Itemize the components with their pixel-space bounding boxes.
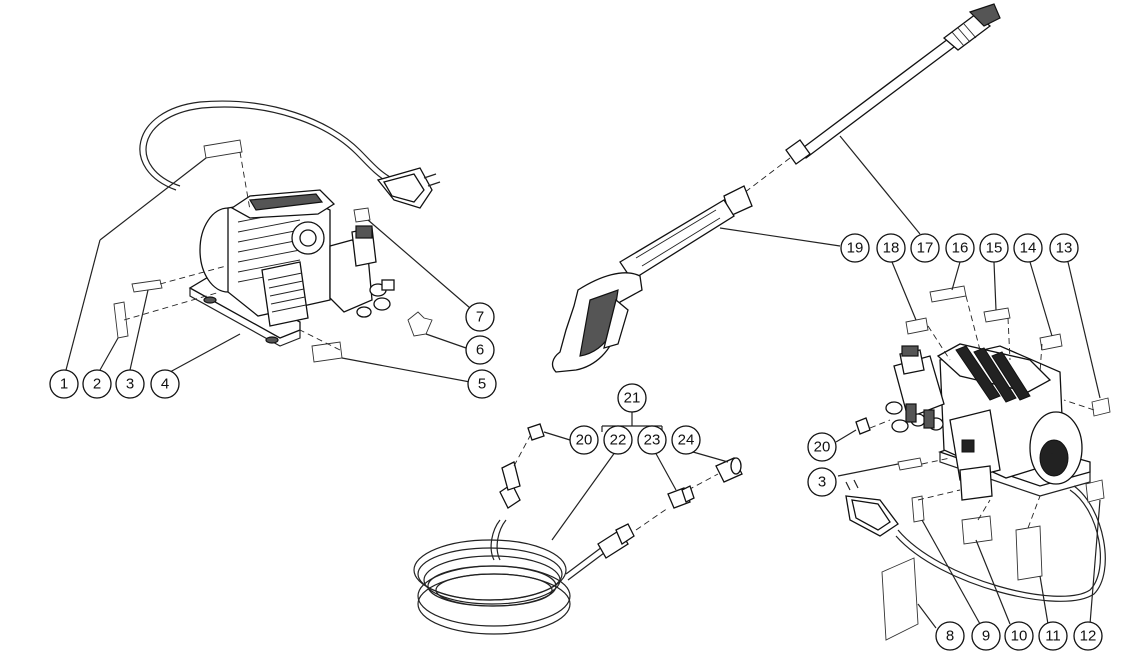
decal-6 bbox=[407, 311, 433, 337]
spray-wand bbox=[785, 3, 1001, 165]
callout-9: 9 bbox=[971, 621, 1001, 651]
svg-text:18: 18 bbox=[883, 240, 900, 257]
svg-text:12: 12 bbox=[1080, 628, 1097, 645]
svg-text:7: 7 bbox=[476, 309, 484, 326]
callout-12: 12 bbox=[1073, 621, 1103, 651]
high-pressure-hose bbox=[413, 461, 635, 635]
svg-text:2: 2 bbox=[93, 376, 101, 393]
svg-text:3: 3 bbox=[126, 376, 134, 393]
decal-2 bbox=[113, 301, 129, 339]
svg-text:9: 9 bbox=[982, 628, 990, 645]
right-leader-lines bbox=[835, 261, 1101, 629]
right-pump-fittings bbox=[885, 401, 944, 433]
callout-8: 8 bbox=[935, 621, 965, 651]
callout-14: 14 bbox=[1013, 233, 1043, 263]
callout-2: 2 bbox=[82, 369, 112, 399]
wand-nozzle bbox=[942, 13, 992, 51]
right-pressure-washer-unit bbox=[885, 343, 1091, 501]
decal-16 bbox=[929, 285, 967, 303]
svg-text:11: 11 bbox=[1045, 628, 1061, 645]
callout-16: 16 bbox=[945, 233, 975, 263]
callout-10: 10 bbox=[1004, 621, 1034, 651]
svg-text:16: 16 bbox=[952, 240, 969, 257]
callout-19: 19 bbox=[840, 233, 870, 263]
callout-6: 6 bbox=[465, 335, 495, 365]
callout-13: 13 bbox=[1049, 233, 1079, 263]
svg-text:13: 13 bbox=[1056, 240, 1073, 257]
decal-7 bbox=[353, 207, 371, 223]
svg-text:20: 20 bbox=[576, 432, 593, 449]
svg-text:24: 24 bbox=[678, 432, 695, 449]
right-switch-box bbox=[949, 409, 1001, 481]
decal-18 bbox=[905, 317, 929, 335]
decal-9 bbox=[911, 495, 925, 523]
callout-4: 4 bbox=[150, 369, 180, 399]
decal-10 bbox=[961, 515, 993, 545]
svg-text:21: 21 bbox=[624, 390, 641, 407]
svg-text:10: 10 bbox=[1011, 628, 1028, 645]
decal-8 bbox=[881, 557, 919, 641]
wand-connector bbox=[785, 139, 811, 165]
callout-3-right: 3 bbox=[807, 467, 837, 497]
svg-text:5: 5 bbox=[478, 376, 486, 393]
decal-15 bbox=[983, 307, 1011, 323]
callout-17: 17 bbox=[910, 233, 940, 263]
fitting-20 bbox=[527, 423, 545, 441]
decal-11 bbox=[1015, 525, 1043, 581]
callout-20-right: 20 bbox=[807, 432, 837, 462]
svg-text:20: 20 bbox=[814, 439, 831, 456]
callout-11: 11 bbox=[1038, 621, 1068, 651]
svg-text:23: 23 bbox=[644, 432, 661, 449]
svg-text:4: 4 bbox=[161, 376, 169, 393]
left-decals bbox=[113, 139, 433, 363]
callout-15: 15 bbox=[979, 233, 1009, 263]
svg-text:22: 22 bbox=[610, 432, 627, 449]
callout-20-hose: 20 bbox=[569, 425, 599, 455]
left-pump-fittings bbox=[356, 279, 395, 318]
callout-18: 18 bbox=[876, 233, 906, 263]
right-fitting-20 bbox=[855, 417, 871, 435]
gun-barrel bbox=[619, 199, 735, 281]
decal-14 bbox=[1039, 333, 1063, 351]
callout-7: 7 bbox=[465, 302, 495, 332]
decal-3-left bbox=[131, 279, 163, 293]
left-pressure-washer-unit bbox=[188, 189, 395, 347]
svg-text:6: 6 bbox=[476, 342, 484, 359]
left-power-cord bbox=[139, 100, 441, 209]
svg-text:14: 14 bbox=[1020, 240, 1037, 257]
callout-21: 21 bbox=[617, 383, 647, 413]
callout-1: 1 bbox=[49, 369, 79, 399]
spray-gun bbox=[551, 185, 753, 373]
callout-22: 22 bbox=[603, 425, 633, 455]
middle-leader-lines bbox=[543, 135, 921, 541]
left-power-plug bbox=[376, 167, 441, 209]
decal-13 bbox=[1091, 397, 1111, 417]
callout-3-left: 3 bbox=[115, 369, 145, 399]
right-decals bbox=[855, 285, 1111, 641]
svg-text:17: 17 bbox=[917, 240, 934, 257]
svg-text:1: 1 bbox=[60, 376, 68, 393]
right-leader-dashes bbox=[869, 295, 1095, 529]
svg-text:8: 8 bbox=[946, 628, 954, 645]
callout-24: 24 bbox=[671, 425, 701, 455]
svg-text:15: 15 bbox=[986, 240, 1003, 257]
hose-accessories bbox=[527, 423, 743, 509]
decal-12 bbox=[1085, 479, 1105, 503]
decal-5 bbox=[311, 341, 343, 363]
svg-text:19: 19 bbox=[847, 240, 864, 257]
left-front-grill bbox=[261, 261, 309, 327]
svg-text:3: 3 bbox=[818, 474, 826, 491]
callout-23: 23 bbox=[637, 425, 667, 455]
decal-3-right bbox=[897, 457, 923, 471]
callout-5: 5 bbox=[467, 369, 497, 399]
left-leader-lines bbox=[65, 151, 471, 383]
decal-1 bbox=[203, 139, 243, 159]
gun-trigger bbox=[603, 298, 629, 349]
